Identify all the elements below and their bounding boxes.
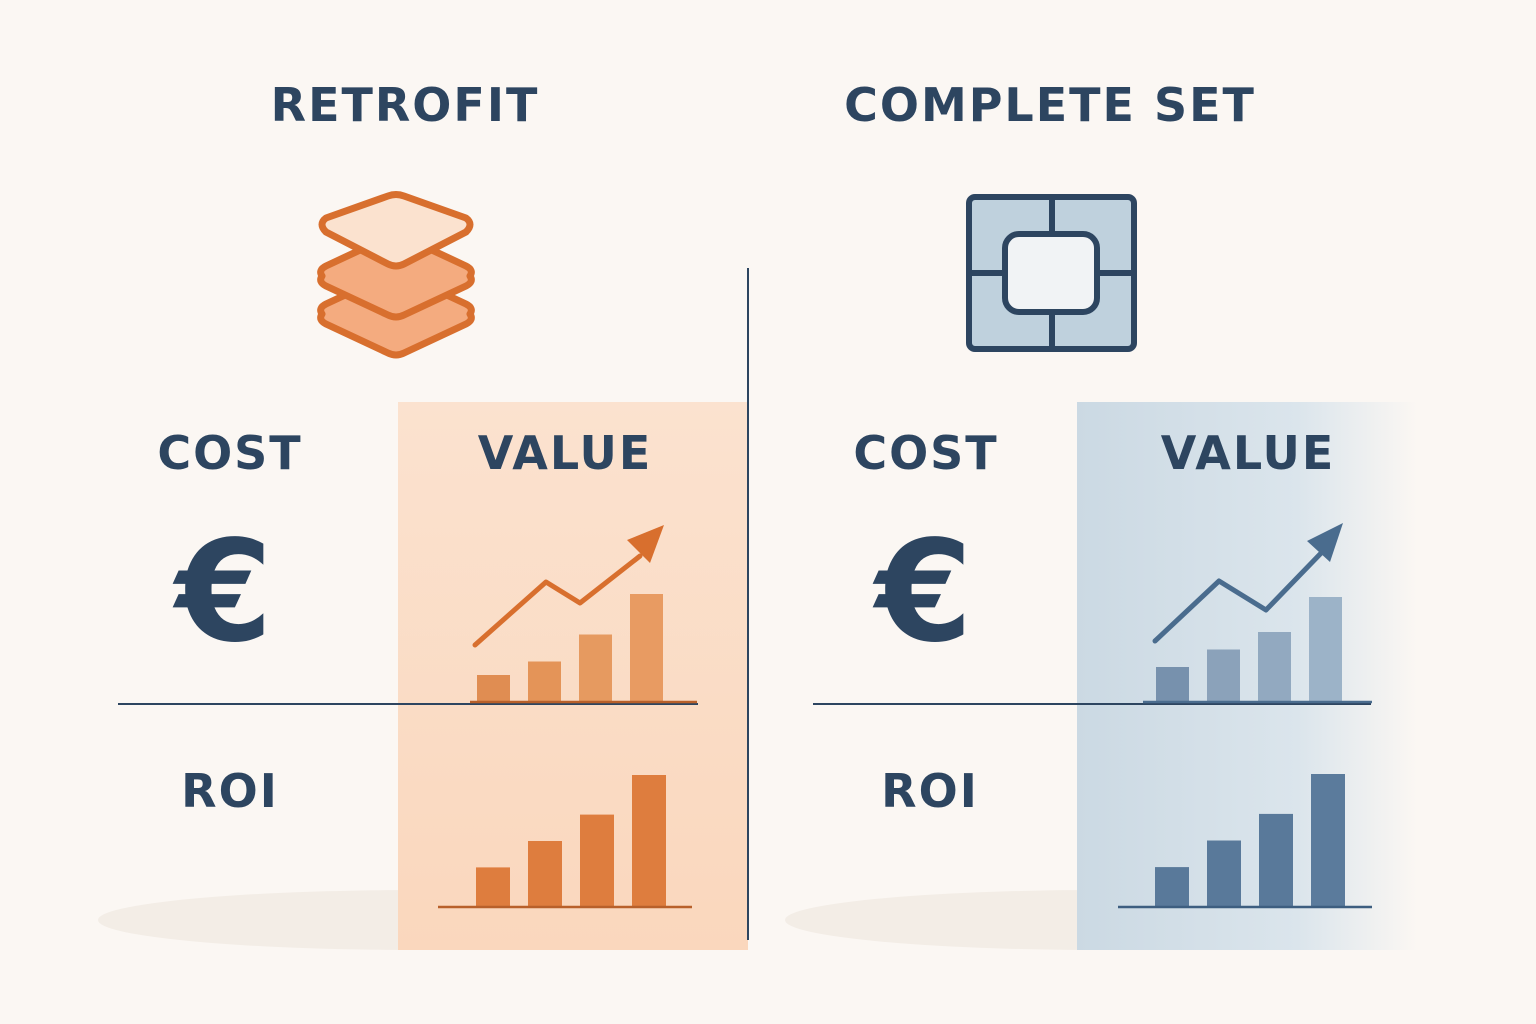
center-divider [747, 268, 749, 940]
retrofit-cost-label: COST [157, 426, 303, 480]
complete-set-value-label: VALUE [1160, 426, 1336, 480]
complete-set-roi-bar [1259, 813, 1293, 907]
retrofit-roi-label: ROI [181, 764, 279, 818]
retrofit-title: RETROFIT [270, 78, 540, 132]
complete-set-roi-bar [1207, 840, 1241, 907]
value-panel-retrofit [398, 402, 748, 950]
retrofit-roi-bar [632, 775, 666, 907]
retrofit-value-bar [528, 661, 561, 702]
complete-set-roi-chart [1118, 774, 1372, 909]
window-frame-icon [966, 194, 1137, 352]
retrofit-roi-bar [476, 867, 510, 907]
complete-set-value-bar [1207, 649, 1240, 702]
retrofit-value-bar [477, 675, 510, 702]
stacked-layers-icon [317, 191, 475, 359]
complete-set-roi-label: ROI [881, 764, 979, 818]
complete-set-trend-arrow-head [1307, 523, 1343, 562]
complete-set-cost-label: COST [853, 426, 999, 480]
section-rule-complete-set [813, 703, 1371, 705]
retrofit-value-chart [470, 525, 697, 704]
retrofit-trend-line [472, 553, 643, 648]
euro-icon: € [172, 511, 272, 674]
euro-icon: € [872, 511, 972, 674]
retrofit-roi-bar [528, 841, 562, 907]
complete-set-value-bar [1309, 597, 1342, 702]
retrofit-value-bar [579, 634, 612, 702]
complete-set-title: COMPLETE SET [844, 78, 1256, 132]
section-rule-retrofit [118, 703, 698, 705]
retrofit-roi-bar [580, 814, 614, 907]
complete-set-roi-bar [1155, 867, 1189, 907]
retrofit-trend-arrow-head [627, 525, 664, 563]
complete-set-value-chart [1143, 523, 1372, 704]
retrofit-value-label: VALUE [477, 426, 653, 480]
complete-set-value-bar [1156, 667, 1189, 702]
value-panel-complete-set [1077, 402, 1417, 950]
retrofit-value-bar [630, 594, 663, 702]
complete-set-value-bar [1258, 632, 1291, 702]
retrofit-roi-chart [438, 775, 692, 909]
complete-set-trend-line [1152, 545, 1329, 644]
complete-set-roi-bar [1311, 774, 1345, 907]
